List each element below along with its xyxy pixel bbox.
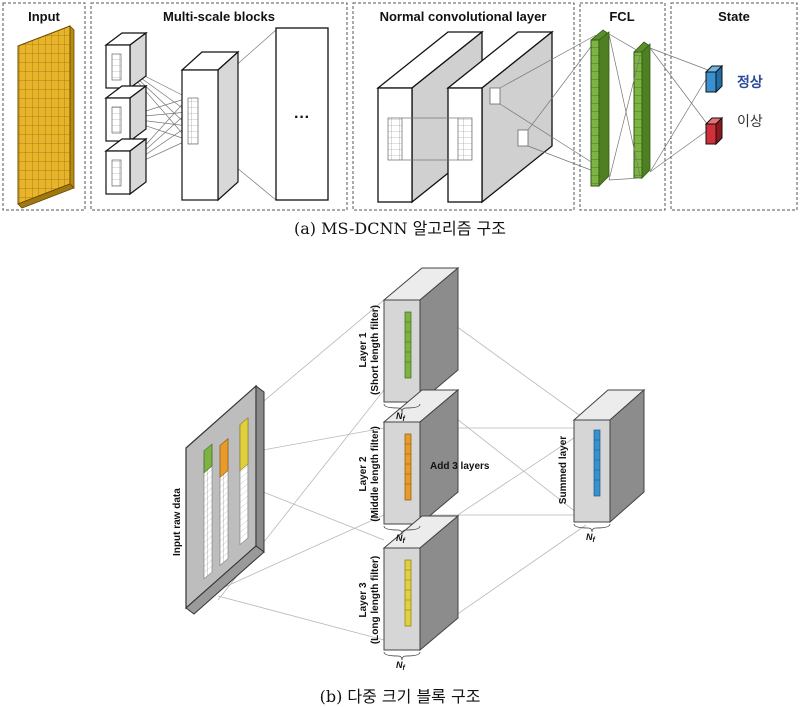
multiscale-small-block-3 bbox=[104, 137, 148, 196]
state-normal-cube bbox=[704, 64, 724, 94]
multiscale-merged-block bbox=[180, 50, 240, 202]
layer-1-nf: Nf bbox=[383, 403, 421, 423]
ellipsis-text: ··· bbox=[294, 109, 310, 126]
input-raw-data-block bbox=[185, 384, 265, 615]
input-section-frame bbox=[2, 2, 86, 211]
state-title: State bbox=[718, 9, 750, 24]
normal-conv-connections bbox=[402, 34, 597, 173]
fcl-bar-1 bbox=[590, 29, 610, 187]
layer-3-block bbox=[382, 514, 460, 652]
layer-3-title: Layer 3 bbox=[358, 582, 369, 617]
multiscale-small-block-1 bbox=[104, 31, 148, 90]
summed-layer-block bbox=[572, 388, 646, 524]
layer-2-subtitle: (Middle length filter) bbox=[370, 426, 381, 522]
normal-conv-title: Normal convolutional layer bbox=[380, 9, 547, 24]
nf-label-1: Nf bbox=[396, 411, 406, 423]
state-abnormal-label: 이상 bbox=[737, 113, 763, 129]
state-section-frame bbox=[670, 2, 798, 211]
layer-3-subtitle: (Long length filter) bbox=[370, 556, 381, 644]
panel-b: Input raw data Layer 1 (Short length fil… bbox=[172, 266, 646, 672]
fcl-section-frame bbox=[579, 2, 666, 211]
layer-1-block bbox=[382, 266, 460, 404]
input-grid-block bbox=[17, 25, 75, 209]
layer-2-block bbox=[382, 388, 460, 526]
fcl-bar-2 bbox=[633, 41, 651, 179]
input-title: Input bbox=[28, 9, 60, 24]
layer-2-title: Layer 2 bbox=[358, 456, 369, 491]
normal-conv-section-frame bbox=[352, 2, 575, 211]
nf-label-2: Nf bbox=[396, 533, 406, 545]
input-raw-data-label: Input raw data bbox=[172, 488, 183, 556]
fcl-connections bbox=[608, 33, 709, 181]
layer-1-title: Layer 1 bbox=[358, 332, 369, 367]
state-normal-label: 정상 bbox=[737, 74, 763, 90]
normal-conv-block-2 bbox=[446, 30, 554, 204]
caption-panel-b: (b) 다중 크기 블록 구조 bbox=[319, 687, 481, 706]
nf-label-3: Nf bbox=[396, 660, 406, 672]
multiscale-title: Multi-scale blocks bbox=[163, 9, 275, 24]
summed-layer-label: Summed layer bbox=[558, 436, 569, 504]
panel-a: Input Multi-scale blocks Normal convolut… bbox=[2, 2, 798, 211]
layer-1-subtitle: (Short length filter) bbox=[370, 305, 381, 395]
state-abnormal-cube bbox=[704, 116, 724, 146]
multiscale-output-block bbox=[275, 27, 329, 201]
add-layers-label: Add 3 layers bbox=[430, 461, 490, 472]
multiscale-small-block-2 bbox=[104, 84, 148, 143]
fcl-title: FCL bbox=[609, 9, 634, 24]
summed-nf: Nf bbox=[573, 523, 611, 544]
layer-3-nf: Nf bbox=[383, 651, 421, 672]
caption-panel-a: (a) MS-DCNN 알고리즘 구조 bbox=[293, 219, 506, 238]
layer-2-nf: Nf bbox=[383, 525, 421, 545]
multiscale-section-frame bbox=[90, 2, 348, 211]
nf-label-summed: Nf bbox=[586, 532, 596, 544]
